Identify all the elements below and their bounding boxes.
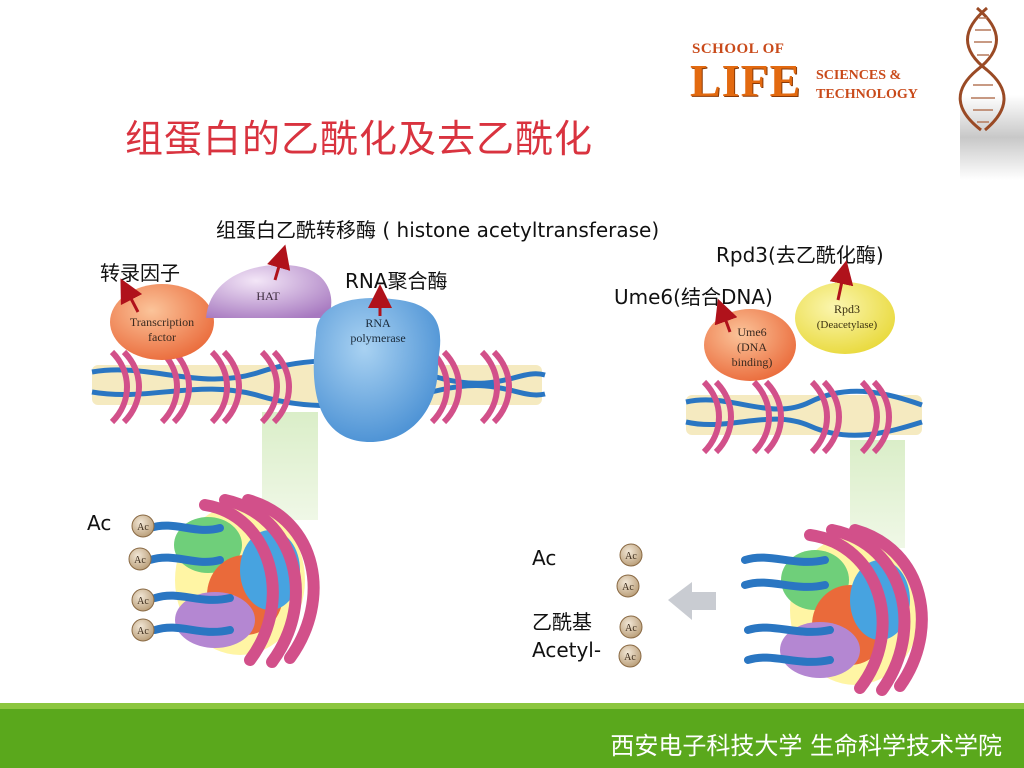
arrow-tf (120, 278, 143, 313)
rnap-blob-text-1: RNA (365, 316, 391, 330)
label-rpd3: Rpd3(去乙酰化酶) (716, 243, 884, 267)
arrow-hat (267, 244, 291, 281)
logo-technology-line: TECHNOLOGY (816, 87, 918, 102)
logo-sciences: SCIENCES & TECHNOLOGY (816, 66, 918, 104)
slide-title: 组蛋白的乙酰化及去乙酰化 (125, 117, 594, 161)
right-chromatin: Ume6 (DNA binding) Rpd3 (Deacetylase) (685, 260, 923, 548)
label-acetyl-en: Acetyl- (532, 638, 602, 662)
right-ac-tags: Ac Ac Ac Ac (616, 543, 643, 668)
ac-tag: Ac (622, 582, 634, 593)
acetylation-diagram: Transcription factor HAT RNA polymerase (91, 244, 928, 696)
right-nucleosome-zoom (741, 524, 928, 696)
dna-helix-logo (958, 6, 1024, 180)
ac-tag: Ac (137, 522, 149, 533)
footer-bar (0, 703, 1024, 768)
ac-tag: Ac (137, 596, 149, 607)
arrow-rpd3 (829, 260, 854, 301)
label-hat-enzyme: 组蛋白乙酰转移酶 ( histone acetyltransferase) (216, 218, 660, 242)
hat-blob (206, 264, 332, 318)
tf-blob-text-2: factor (148, 330, 176, 344)
logo-school-of: SCHOOL OF (692, 41, 785, 57)
ac-tag: Ac (624, 652, 636, 663)
rpd3-blob-text-2: (Deacetylase) (817, 319, 878, 331)
label-ac-right: Ac (532, 546, 557, 570)
rpd3-blob (795, 282, 895, 354)
label-rna-polymerase: RNA聚合酶 (345, 269, 448, 293)
left-zoom-beam (262, 412, 318, 520)
footer-institution: 西安电子科技大学 生命科学技术学院 (610, 732, 1002, 760)
ac-tag: Ac (625, 623, 637, 634)
hat-blob-text: HAT (256, 289, 280, 303)
label-acetyl-cn: 乙酰基 (532, 610, 592, 634)
left-chromatin: Transcription factor HAT RNA polymerase (91, 244, 546, 520)
ac-tag: Ac (625, 551, 637, 562)
rpd3-blob-text-1: Rpd3 (834, 302, 860, 316)
ume6-blob-text-1: Ume6 (737, 325, 766, 339)
arrow-ume6 (714, 298, 738, 333)
rna-polymerase-blob (313, 297, 441, 442)
left-ac-tags: Ac Ac Ac Ac (128, 514, 155, 642)
logo-life: LIFE (690, 55, 802, 106)
grey-left-arrow (668, 582, 716, 620)
label-ume6: Ume6(结合DNA) (614, 285, 773, 309)
rnap-blob-text-2: polymerase (350, 331, 405, 345)
right-zoom-beam (850, 440, 905, 548)
ume6-blob-text-3: binding) (732, 355, 773, 369)
tf-blob-text-1: Transcription (130, 315, 194, 329)
logo-sciences-line: SCIENCES & (816, 68, 902, 83)
ac-tag: Ac (134, 555, 146, 566)
label-ac-left: Ac (87, 511, 112, 535)
ac-tag: Ac (137, 626, 149, 637)
footer-accent-line (0, 703, 1024, 709)
ume6-blob-text-2: (DNA (737, 340, 767, 354)
left-nucleosome-zoom (146, 494, 320, 668)
